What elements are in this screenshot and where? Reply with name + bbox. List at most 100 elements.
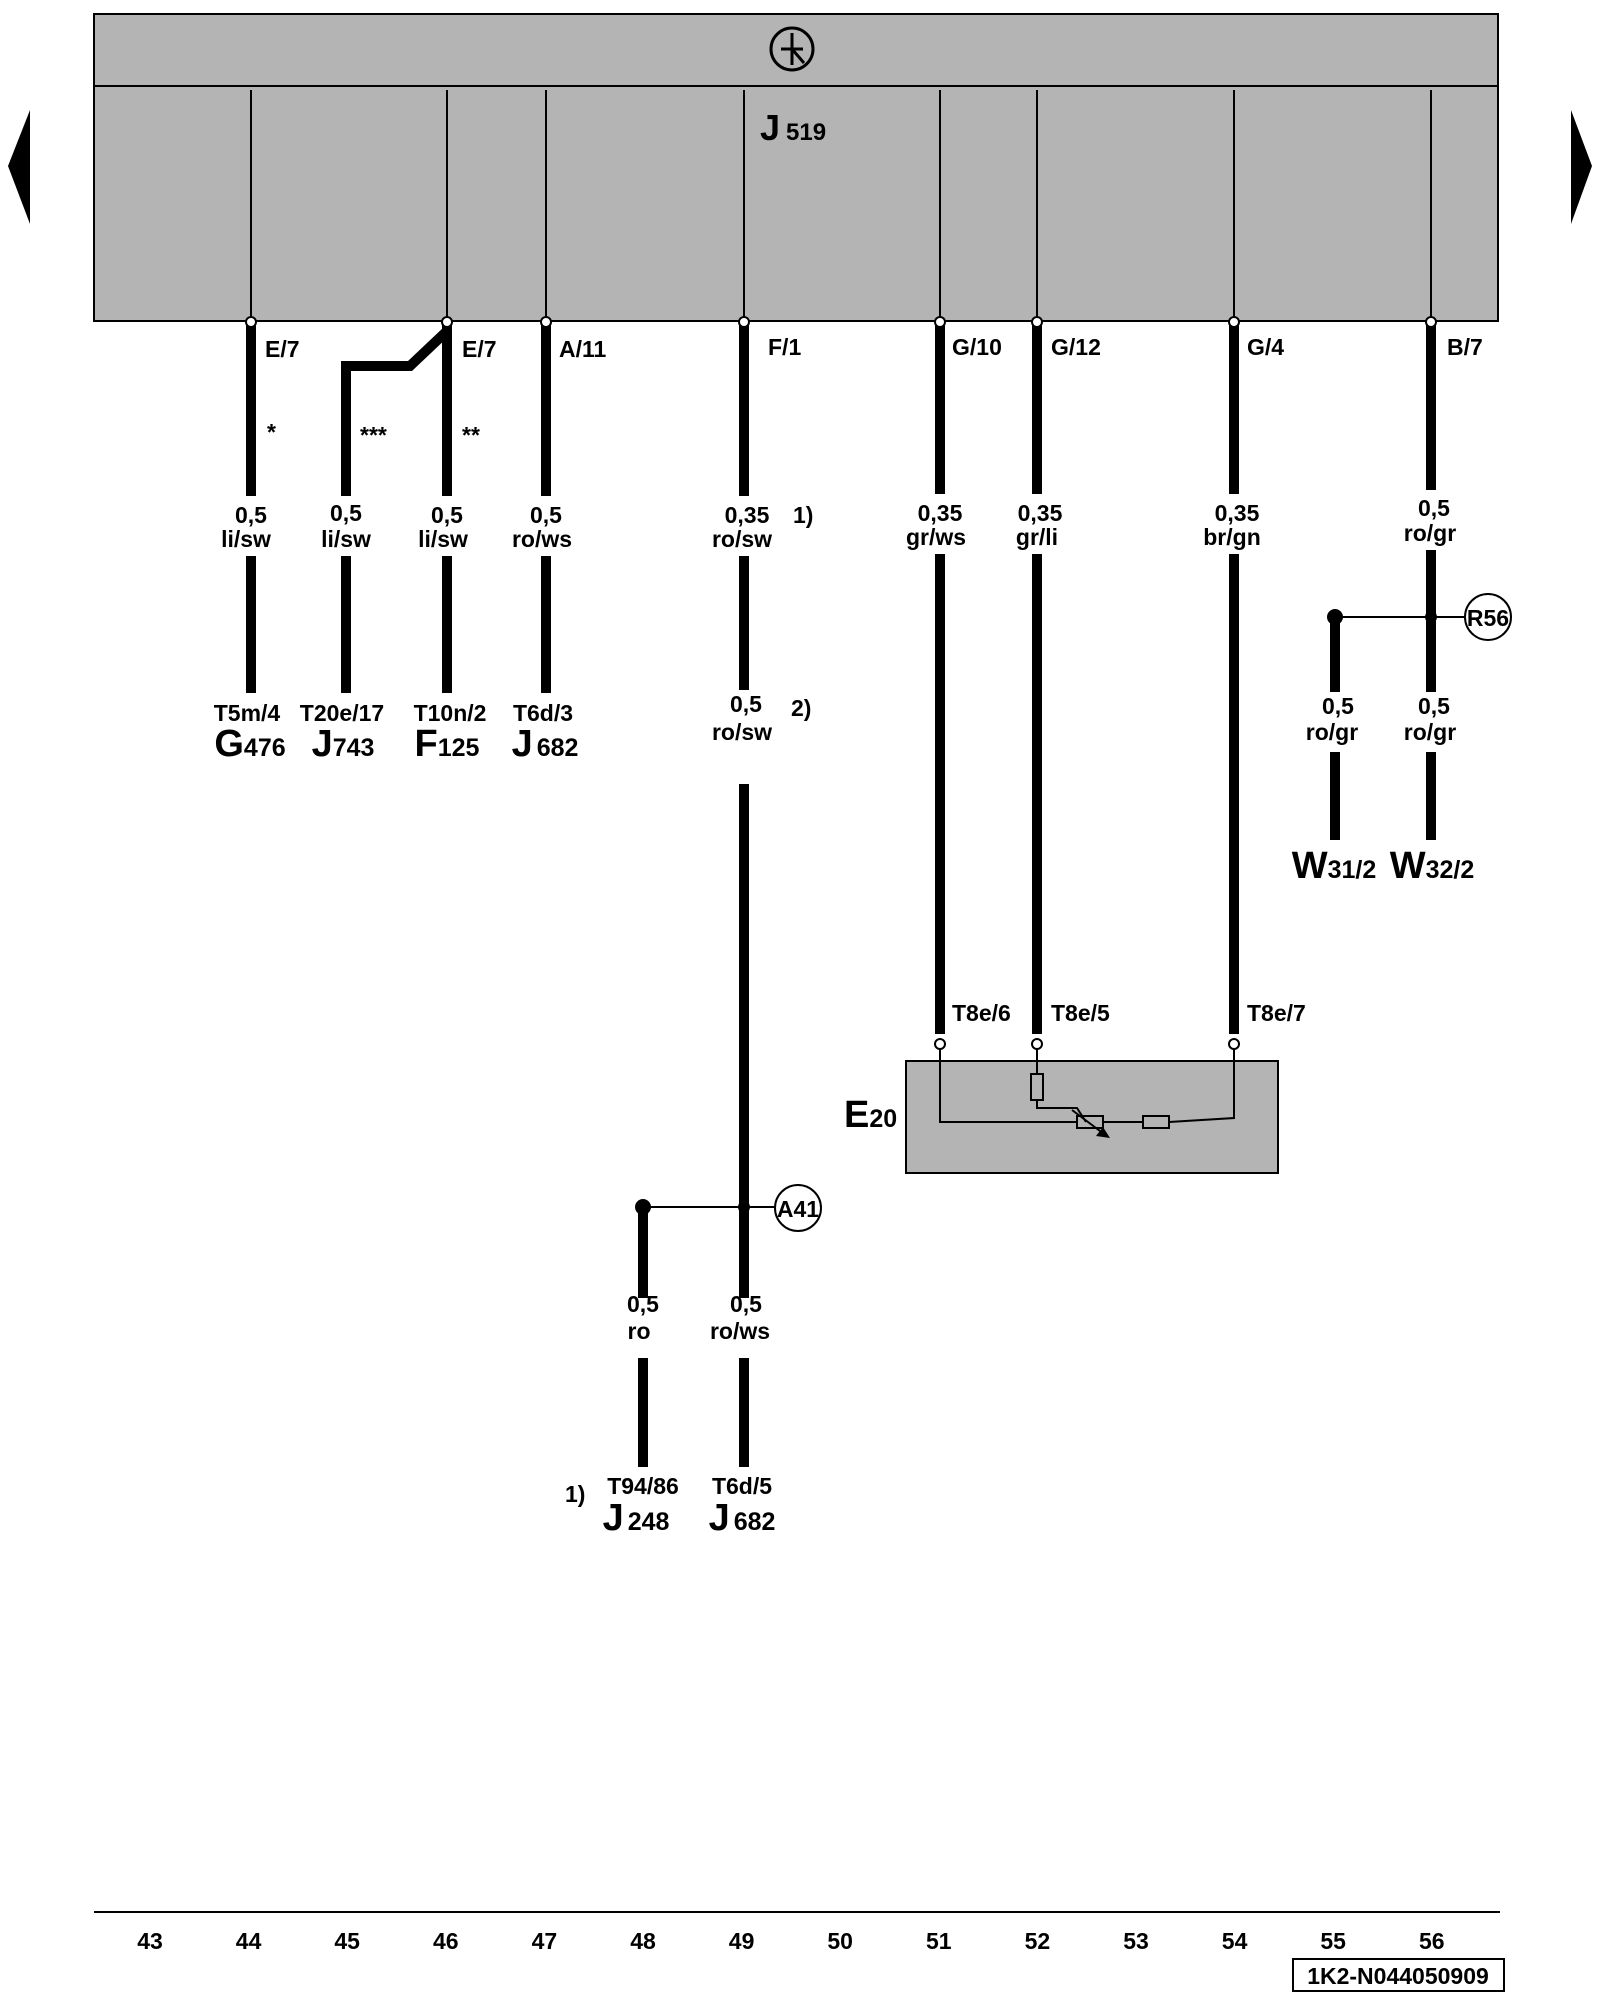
track-number: 53 [1123, 1928, 1149, 1954]
component-label: G476 [214, 723, 285, 765]
pin-label: G/4 [1247, 334, 1284, 360]
connector-label: T5m/4 [214, 700, 281, 726]
track-number: 45 [334, 1928, 360, 1954]
pin-label: G/12 [1051, 334, 1101, 360]
track-number: 51 [926, 1928, 952, 1954]
wire-size: 0,5 [330, 500, 362, 526]
wires [246, 324, 1436, 1467]
pin-label: T8e/7 [1247, 1000, 1306, 1026]
wire-color: ro/ws [512, 526, 572, 552]
wire-size: 0,35 [1018, 500, 1063, 526]
wire-size: 0,35 [1215, 500, 1260, 526]
track-number: 46 [433, 1928, 459, 1954]
target-f125: T10n/2 F125 [414, 700, 487, 765]
track-number: 56 [1419, 1928, 1445, 1954]
wire-size: 0,5 [431, 502, 463, 528]
pin-label: F/1 [768, 334, 801, 360]
track-number: 54 [1222, 1928, 1248, 1954]
variant-star: *** [360, 422, 387, 448]
internal-lines [250, 90, 1432, 321]
track-number: 49 [729, 1928, 755, 1954]
wire-size: 0,35 [918, 500, 963, 526]
wire-color: ro/sw [712, 719, 772, 745]
track-number: 48 [630, 1928, 656, 1954]
component-label: F125 [415, 723, 480, 765]
variant-star: * [267, 419, 276, 445]
track-number: 55 [1320, 1928, 1346, 1954]
wire-color: ro/gr [1306, 719, 1358, 745]
splice-a41: A41 [635, 1184, 822, 1232]
pin-label: E/7 [462, 336, 497, 362]
internal-circuit [939, 1049, 1235, 1138]
wire-color: ro/gr [1404, 719, 1456, 745]
splice-label: R56 [1467, 605, 1509, 631]
wire-color: ro [628, 1318, 651, 1344]
target-w31-2: W31/2 [1292, 845, 1377, 887]
wire-color: li/sw [321, 526, 371, 552]
connector-label: T20e/17 [300, 700, 384, 726]
splice-r56: R56 [1327, 593, 1512, 641]
wire-size: 0,5 [1322, 693, 1354, 719]
wire-labels: 0,5 li/sw 0,5 li/sw 0,5 li/sw 0,5 ro/ws … [221, 495, 1456, 1344]
connector-label: T6d/5 [712, 1473, 772, 1499]
connector-label: T94/86 [607, 1473, 679, 1499]
connector-label: T10n/2 [414, 700, 487, 726]
pin-label: T8e/6 [952, 1000, 1011, 1026]
terminal-nubs [245, 316, 1437, 328]
wire-size: 0,5 [1418, 693, 1450, 719]
splice-label: A41 [777, 1196, 819, 1222]
wire-color: ro/ws [710, 1318, 770, 1344]
arrow-right-icon[interactable] [1571, 110, 1592, 224]
track-number: 50 [827, 1928, 853, 1954]
target-components: T5m/4 G476 T20e/17 J743 T10n/2 F125 T6d/… [214, 700, 1475, 1539]
switch-unit-e20: E20 T8e/6 T8e/5 T8e/7 [844, 1000, 1306, 1174]
wire-size: 0,5 [627, 1291, 659, 1317]
variant-notes: * *** ** [267, 419, 480, 448]
pin-labels: E/7 E/7 A/11 F/1 G/10 G/12 G/4 B/7 [265, 334, 1483, 362]
document-id-text: 1K2-N044050909 [1307, 1963, 1489, 1989]
wire-color: gr/li [1016, 524, 1058, 550]
footnote-marker: 2) [791, 695, 811, 721]
wire-size: 0,35 [725, 502, 770, 528]
track-number: 44 [236, 1928, 262, 1954]
wire-size: 0,5 [530, 502, 562, 528]
pin-label: T8e/5 [1051, 1000, 1110, 1026]
pin-label: A/11 [559, 336, 607, 362]
pin-label: G/10 [952, 334, 1002, 360]
target-j743: T20e/17 J743 [300, 700, 384, 765]
target-g476: T5m/4 G476 [214, 700, 286, 765]
wire-segment [341, 327, 451, 496]
wire-size: 0,5 [730, 1291, 762, 1317]
wire-color: li/sw [418, 526, 468, 552]
variant-star: ** [462, 422, 480, 448]
track-number: 43 [137, 1928, 163, 1954]
wire-size: 0,5 [730, 691, 762, 717]
component-label: J743 [312, 723, 375, 765]
arrow-left-icon[interactable] [8, 110, 30, 224]
connector-label: T6d/3 [513, 700, 573, 726]
wire-color: ro/gr [1404, 520, 1456, 546]
component-label: W32/2 [1390, 845, 1475, 887]
pin-label: B/7 [1447, 334, 1483, 360]
track-number: 52 [1025, 1928, 1051, 1954]
pin-label: E/7 [265, 336, 300, 362]
footnote-marker: 1) [793, 502, 813, 528]
wire-color: ro/sw [712, 526, 772, 552]
wire-size: 0,5 [1418, 495, 1450, 521]
wire-color: br/gn [1203, 524, 1261, 550]
ground-symbol-icon [769, 26, 815, 72]
track-number: 47 [532, 1928, 558, 1954]
track-numbers: 43 44 45 46 47 48 49 50 51 52 53 54 55 56 [137, 1928, 1444, 1954]
component-label: W31/2 [1292, 845, 1377, 887]
wire-color: li/sw [221, 526, 271, 552]
wire-color: gr/ws [906, 524, 966, 550]
